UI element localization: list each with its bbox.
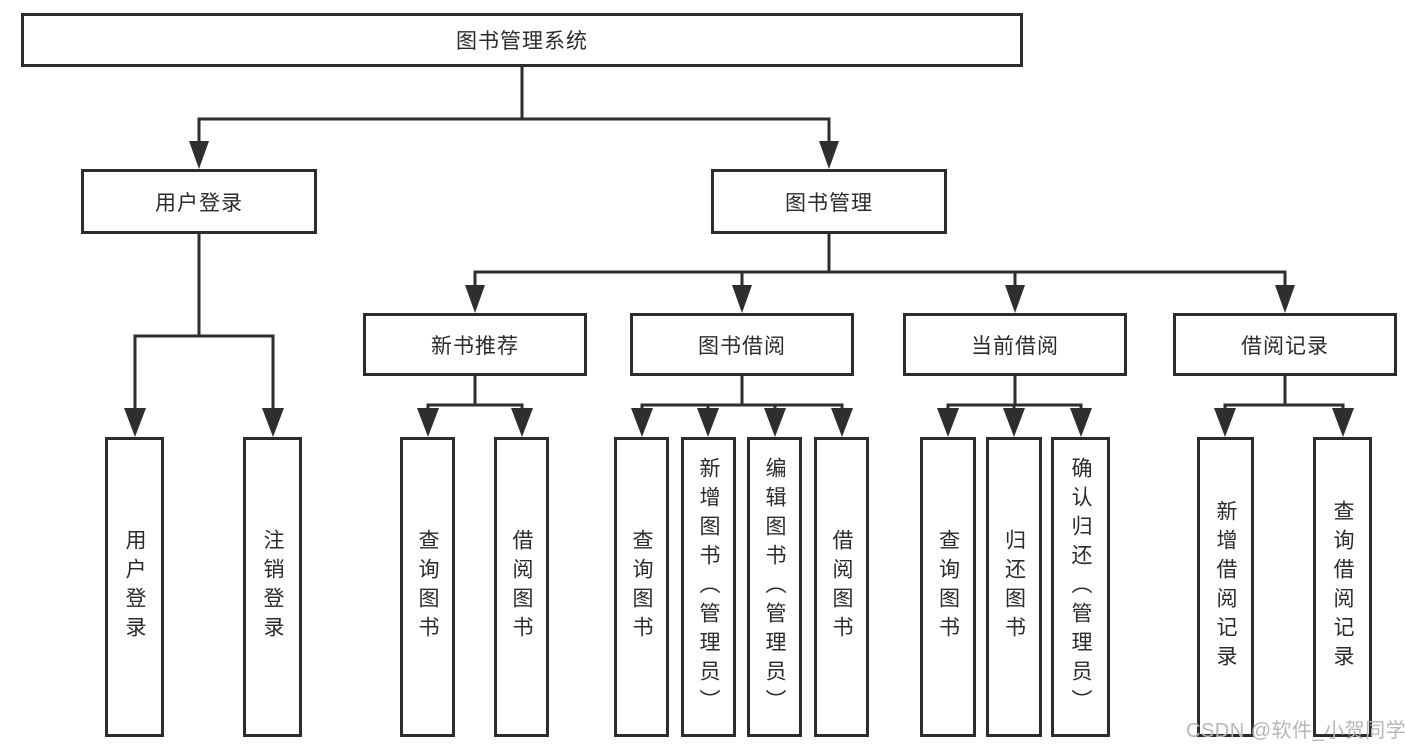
leaf-logout: 注销登录 [243, 437, 302, 737]
node-current-borrow-label: 当前借阅 [971, 334, 1059, 358]
leaf-bb-borrow-books-label: 借阅图书 [830, 529, 853, 645]
leaf-cb-return-books-label: 归还图书 [1002, 529, 1026, 645]
leaf-bb-borrow-books: 借阅图书 [814, 437, 869, 737]
leaf-br-query-record-label: 查询借阅记录 [1331, 500, 1354, 674]
node-borrow-record-label: 借阅记录 [1241, 334, 1329, 358]
node-borrow-record: 借阅记录 [1173, 313, 1397, 376]
node-new-book-recommend: 新书推荐 [363, 313, 587, 376]
leaf-bb-query-books-label: 查询图书 [630, 529, 653, 645]
leaf-bb-edit-books-admin-label: 编辑图书（管理员） [763, 456, 786, 718]
leaf-bb-query-books: 查询图书 [614, 437, 669, 737]
node-library-system-label: 图书管理系统 [456, 30, 588, 53]
connector-book-management-to-level3 [465, 234, 1295, 313]
leaf-br-query-record: 查询借阅记录 [1313, 437, 1372, 737]
leaf-cb-query-books: 查询图书 [920, 437, 976, 737]
leaf-nb-borrow-books-label: 借阅图书 [510, 529, 533, 645]
watermark: CSDN @软件_小贺同学 [1186, 720, 1405, 742]
node-current-borrow: 当前借阅 [903, 313, 1127, 376]
connector-root-to-level2 [189, 67, 839, 169]
node-user-login-label: 用户登录 [155, 191, 243, 215]
leaf-bb-add-books-admin: 新增图书（管理员） [681, 437, 736, 737]
leaf-cb-confirm-return-admin-label: 确认归还（管理员） [1069, 456, 1092, 718]
node-book-borrow-label: 图书借阅 [698, 334, 786, 358]
connector-borrow-record-to-leaves [1214, 376, 1354, 437]
connector-current-borrow-to-leaves [937, 376, 1092, 437]
leaf-bb-edit-books-admin: 编辑图书（管理员） [747, 437, 802, 737]
leaf-nb-query-books: 查询图书 [400, 437, 455, 737]
leaf-user-login-label: 用户登录 [123, 529, 146, 645]
node-user-login: 用户登录 [81, 169, 317, 234]
leaf-user-login: 用户登录 [105, 437, 164, 737]
leaf-bb-add-books-admin-label: 新增图书（管理员） [697, 456, 720, 718]
node-new-book-recommend-label: 新书推荐 [431, 334, 519, 358]
node-book-borrow: 图书借阅 [630, 313, 854, 376]
node-library-system: 图书管理系统 [21, 13, 1023, 67]
node-book-management-label: 图书管理 [785, 191, 873, 215]
leaf-nb-query-books-label: 查询图书 [416, 529, 439, 645]
connector-book-borrow-to-leaves [631, 376, 853, 437]
leaf-br-add-record-label: 新增借阅记录 [1214, 500, 1237, 674]
leaf-cb-return-books: 归还图书 [986, 437, 1042, 737]
connector-new-book-recommend-to-leaves [417, 376, 533, 437]
node-book-management: 图书管理 [711, 169, 947, 234]
leaf-cb-query-books-label: 查询图书 [936, 529, 960, 645]
leaf-br-add-record: 新增借阅记录 [1197, 437, 1254, 737]
leaf-logout-label: 注销登录 [261, 529, 284, 645]
connector-user-login-to-leaves [124, 234, 284, 437]
leaf-nb-borrow-books: 借阅图书 [494, 437, 549, 737]
leaf-cb-confirm-return-admin: 确认归还（管理员） [1051, 437, 1110, 737]
